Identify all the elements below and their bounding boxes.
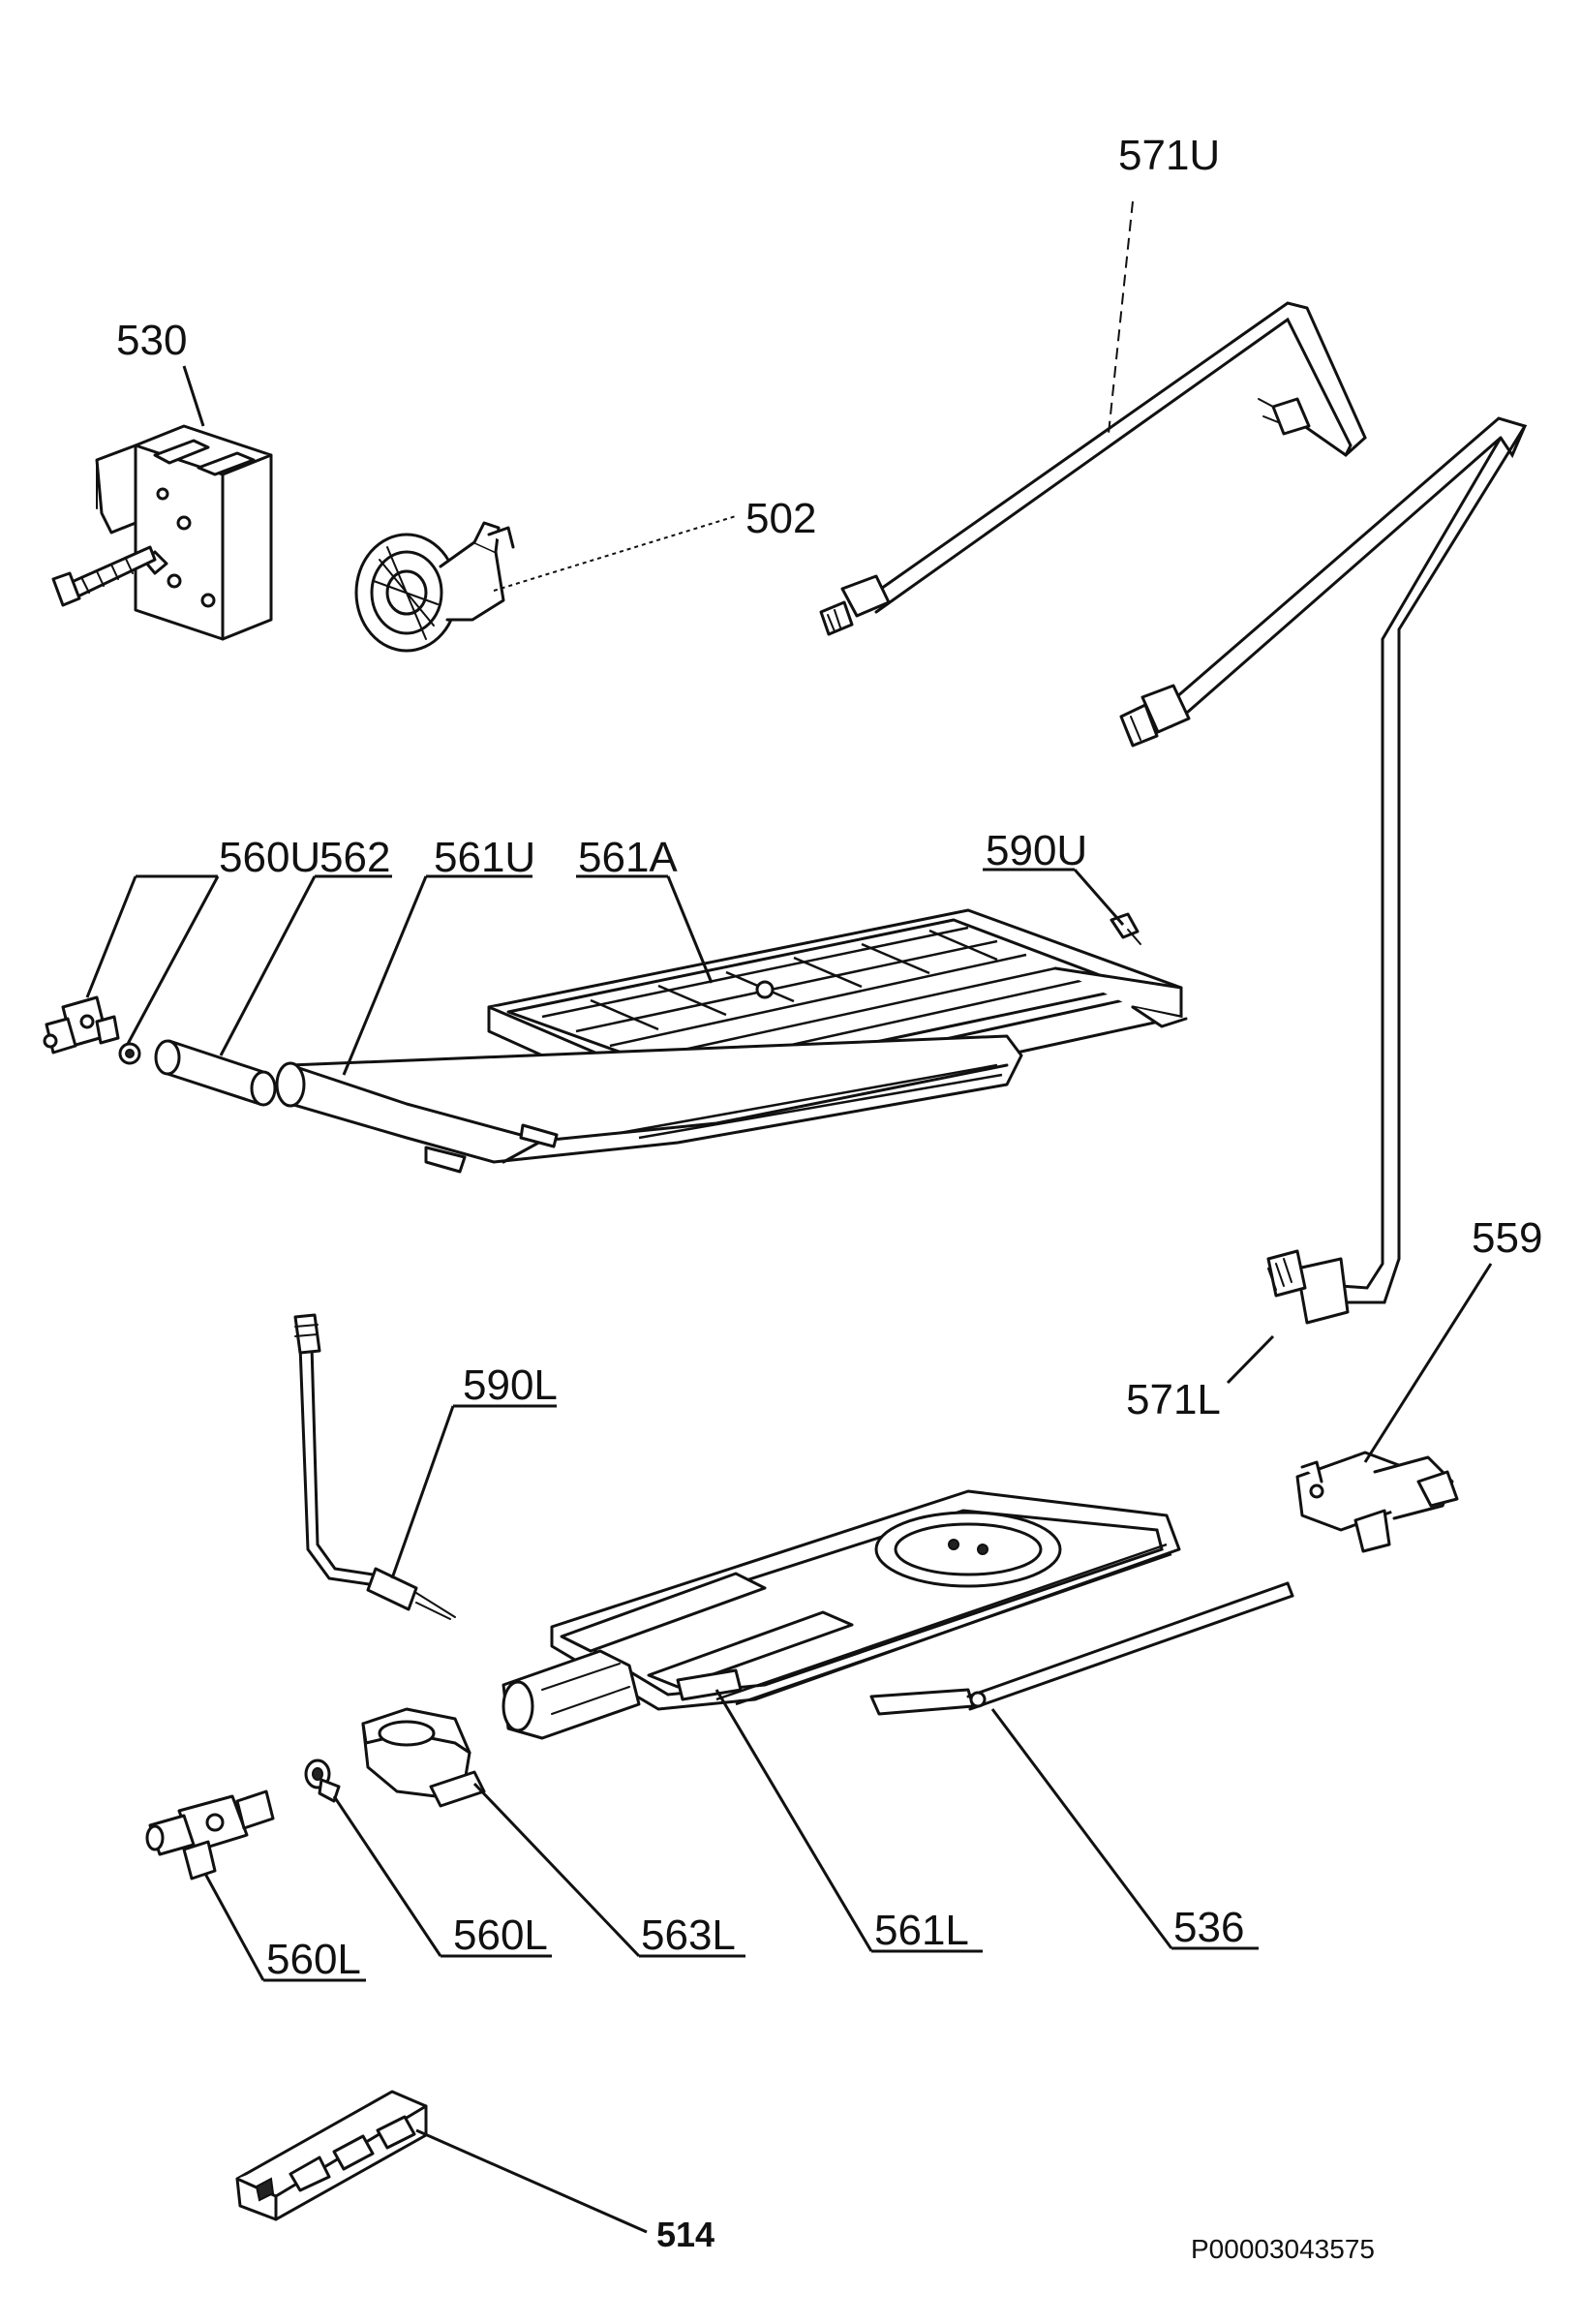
callout-label-590u: 590U bbox=[986, 827, 1087, 874]
callout-label-560u: 560U bbox=[219, 834, 320, 881]
callout-502: 502 bbox=[493, 495, 816, 592]
callout-label-560l-valve: 560L bbox=[266, 1936, 361, 1983]
callout-label-563l: 563L bbox=[641, 1911, 736, 1959]
callout-label-571l: 571L bbox=[1126, 1376, 1221, 1423]
callout-514: 514 bbox=[415, 2128, 714, 2254]
callout-label-559: 559 bbox=[1472, 1214, 1542, 1262]
callout-590l: 590L bbox=[390, 1361, 558, 1579]
callout-571l: 571L bbox=[1126, 1334, 1275, 1423]
part-571l-lower-gas-pipe bbox=[1119, 416, 1528, 1325]
callout-label-560l-nut: 560L bbox=[453, 1911, 548, 1959]
part-563l-clamp bbox=[361, 1707, 486, 1808]
part-560l-lower-valve bbox=[145, 1789, 275, 1881]
part-562-tube-sleeve bbox=[154, 1039, 277, 1107]
callout-label-561a: 561A bbox=[578, 834, 678, 881]
callout-571u: 571U bbox=[1108, 132, 1220, 435]
callout-561a: 561A bbox=[576, 834, 714, 984]
part-560u-upper-injector bbox=[43, 995, 141, 1065]
document-number: P00003043575 bbox=[1191, 2234, 1375, 2264]
callout-label-502: 502 bbox=[745, 495, 816, 542]
callout-label-571u: 571U bbox=[1118, 132, 1220, 179]
callout-560l-nut: 560L bbox=[332, 1795, 552, 1959]
callout-label-536: 536 bbox=[1173, 1904, 1244, 1951]
callout-label-561l: 561L bbox=[874, 1907, 969, 1954]
callout-560u: 560U bbox=[85, 834, 320, 1045]
part-514-igniter-block bbox=[235, 2090, 428, 2221]
callout-590u: 590U bbox=[983, 827, 1125, 926]
callout-530: 530 bbox=[116, 317, 205, 427]
part-559-safety-valve bbox=[1295, 1451, 1459, 1553]
callout-536: 536 bbox=[990, 1708, 1259, 1951]
callout-label-514: 514 bbox=[656, 2215, 714, 2254]
callout-label-562: 562 bbox=[319, 834, 390, 881]
callout-559: 559 bbox=[1363, 1214, 1542, 1463]
part-590l-lower-probe bbox=[293, 1313, 456, 1620]
part-560l-injector-nut bbox=[304, 1758, 341, 1803]
part-571u-upper-gas-pipe bbox=[819, 301, 1367, 636]
callout-561l: 561L bbox=[714, 1689, 983, 1954]
part-502-control-knob bbox=[354, 521, 515, 653]
part-530-bracket-box bbox=[51, 424, 273, 641]
callout-561u: 561U bbox=[342, 834, 535, 1076]
callout-label-590l: 590L bbox=[463, 1361, 558, 1409]
part-536-electrode-rod bbox=[869, 1581, 1294, 1716]
callout-label-561u: 561U bbox=[434, 834, 535, 881]
callout-563l: 563L bbox=[472, 1782, 745, 1959]
callout-562: 562 bbox=[219, 834, 392, 1056]
callout-label-530: 530 bbox=[116, 317, 187, 364]
callout-560l-valve: 560L bbox=[203, 1873, 366, 1983]
part-561l-lower-burner bbox=[502, 1489, 1181, 1740]
part-561u-upper-burner-tube bbox=[275, 1034, 1023, 1174]
